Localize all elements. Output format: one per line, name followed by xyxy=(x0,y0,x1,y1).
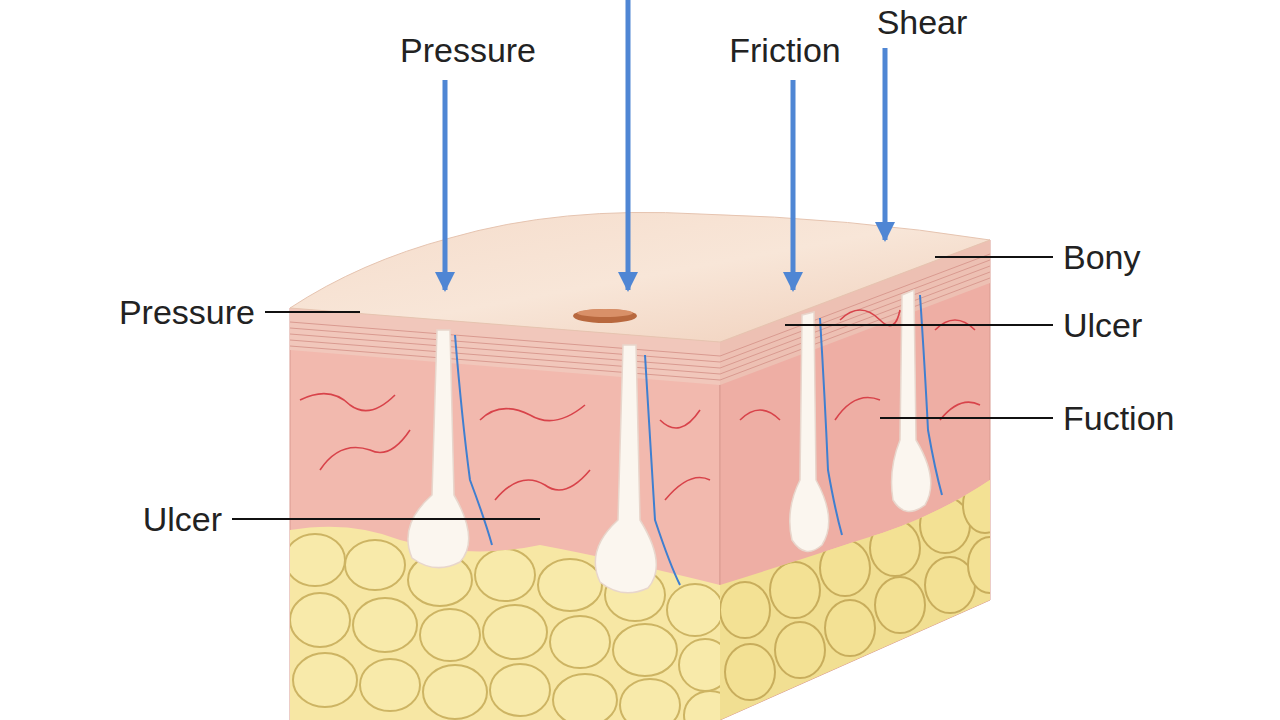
part-label: Shear xyxy=(877,2,968,42)
leader-line xyxy=(880,417,1053,419)
pressure-arrow xyxy=(626,0,631,290)
part-label: Friction xyxy=(729,30,840,70)
part-label: Pressure xyxy=(400,30,536,70)
pressure-arrow xyxy=(443,80,448,290)
leader-line xyxy=(232,518,540,520)
friction-arrow xyxy=(791,80,796,290)
fat-cells-side xyxy=(720,477,1012,700)
ulcer-crater xyxy=(573,309,637,323)
shear-arrow xyxy=(883,48,888,240)
leader-line xyxy=(935,256,1053,258)
leader-line xyxy=(265,311,360,313)
part-label: Fuction xyxy=(1063,398,1175,438)
fat-cells xyxy=(285,534,736,720)
leader-line xyxy=(785,324,1053,326)
part-label: Ulcer xyxy=(1063,305,1142,345)
part-label: Ulcer xyxy=(143,499,222,539)
dermis-front xyxy=(290,308,720,720)
part-label: Pressure xyxy=(119,292,255,332)
blood-vessels xyxy=(300,310,980,500)
part-label: Bony xyxy=(1063,237,1141,277)
fat-side xyxy=(720,480,990,720)
ulcer-crater-inner xyxy=(577,309,633,317)
leader-lines xyxy=(232,257,1053,519)
